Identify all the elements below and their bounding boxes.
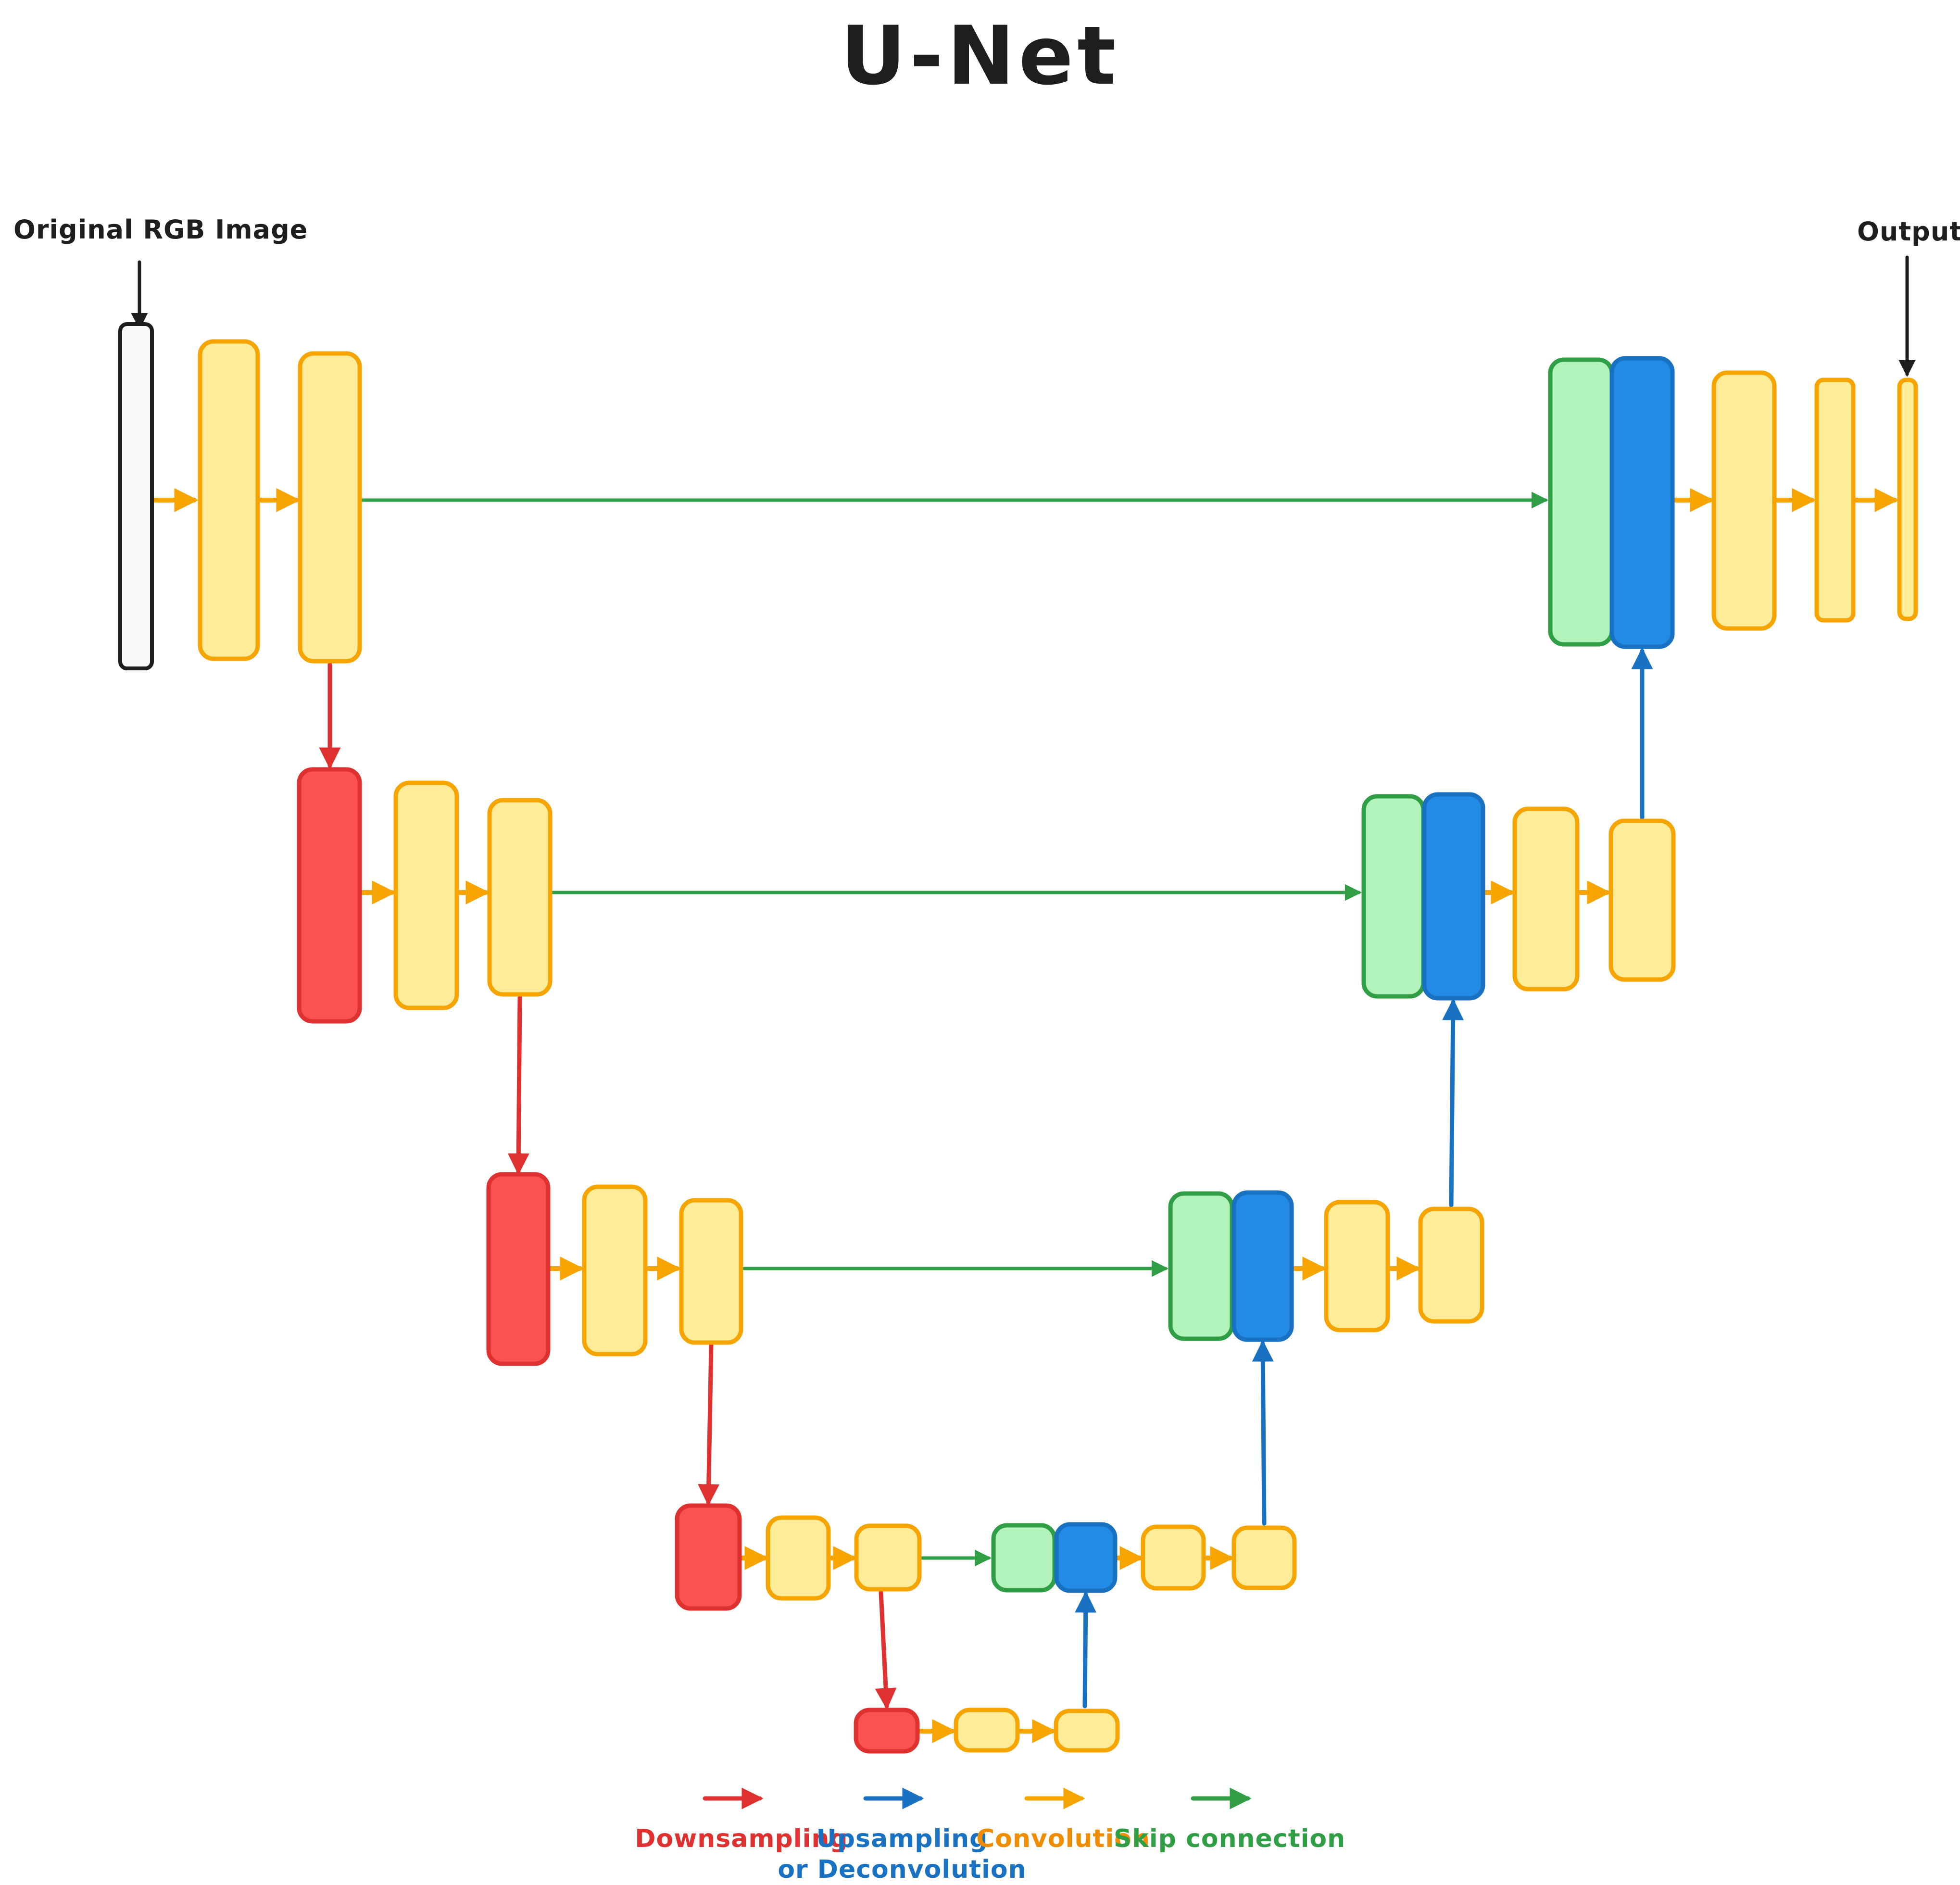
block-l1-concat-concat: [1361, 794, 1426, 999]
block-l2-concat-concat: [1168, 1191, 1234, 1341]
downsampling-arrow-22: [875, 1590, 897, 1710]
block-l3-concat-concat: [991, 1523, 1057, 1593]
block-l2-d2-conv: [1418, 1206, 1484, 1324]
block-l1-d2-conv: [1608, 818, 1676, 982]
diagram-title: U-Net: [840, 9, 1120, 103]
downsampling-arrow-20: [507, 995, 529, 1175]
block-l1-e2-conv: [487, 798, 553, 997]
block-l0-concat-concat: [1548, 357, 1614, 647]
block-l3-d1-conv: [1141, 1524, 1206, 1591]
legend-label-convolution: Convolution: [976, 1824, 1150, 1853]
block-l3-e1-conv: [766, 1515, 831, 1601]
legend-label-downsampling: Downsampling: [635, 1824, 848, 1853]
block-l0-up-up: [1609, 356, 1675, 649]
legend-label-skip-connection: Skip connection: [1113, 1824, 1346, 1853]
block-l2-d1-conv: [1324, 1200, 1390, 1332]
block-l4-down-down: [854, 1708, 920, 1754]
block-l4-e2-conv: [1054, 1709, 1120, 1753]
block-l2-down-down: [486, 1172, 551, 1366]
block-input-input: [118, 322, 154, 670]
upsampling-arrow-23: [1075, 1591, 1097, 1709]
block-l0-e1-conv: [198, 339, 260, 661]
block-l1-e1-conv: [393, 780, 459, 1010]
block-l4-e1-conv: [954, 1708, 1020, 1753]
output-label: Output: [1857, 216, 1960, 247]
block-l3-down-down: [675, 1503, 742, 1611]
block-l2-up-up: [1231, 1190, 1294, 1342]
upsampling-arrow-25: [1442, 998, 1464, 1207]
input-label: Original RGB Image: [13, 214, 308, 245]
block-l1-up-up: [1422, 792, 1485, 1001]
block-l2-e2-conv: [679, 1198, 743, 1345]
block-output-conv: [1897, 377, 1918, 621]
block-l3-e2-conv: [854, 1523, 922, 1592]
block-l3-d2-conv: [1231, 1525, 1297, 1590]
block-l0-d2-conv: [1814, 377, 1856, 623]
downsampling-arrow-21: [698, 1343, 720, 1506]
block-l0-d1-conv: [1711, 370, 1777, 631]
block-l1-d1-conv: [1512, 806, 1580, 992]
block-l1-down-down: [297, 767, 362, 1024]
block-l0-e2-conv: [298, 351, 362, 664]
block-l2-e1-conv: [582, 1184, 648, 1357]
upsampling-arrow-24: [1252, 1340, 1274, 1526]
legend-label-line2-upsampling-or-deconvolution: or Deconvolution: [778, 1855, 1027, 1884]
block-l3-up-up: [1054, 1522, 1118, 1593]
